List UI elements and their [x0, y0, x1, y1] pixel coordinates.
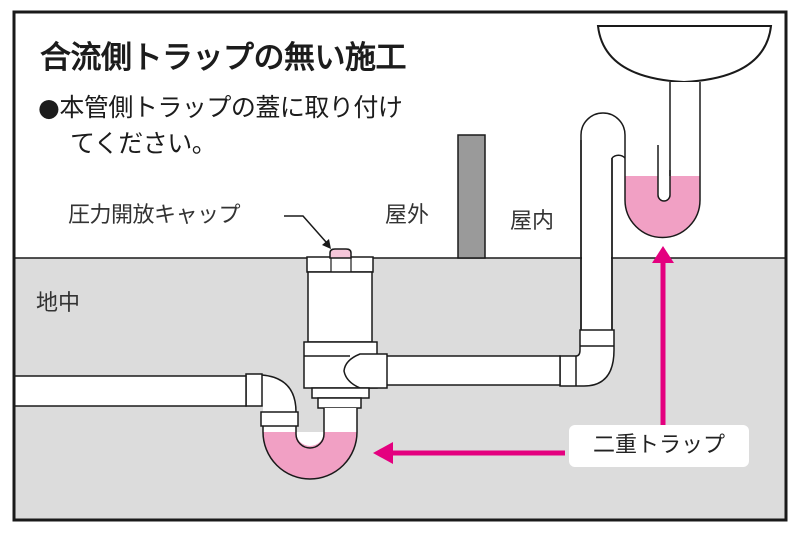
pressure-release-cap	[329, 248, 352, 259]
arrow-up-head	[652, 246, 674, 263]
wall	[457, 134, 486, 259]
branch-pipe	[385, 355, 561, 386]
label-double-trap: 二重トラップ	[569, 425, 749, 467]
outlet-elbow	[260, 411, 299, 427]
main-trap	[262, 408, 358, 480]
note-line-2: てください。	[70, 129, 217, 158]
indoor-trap-water	[625, 176, 700, 238]
sink-basin	[596, 25, 773, 84]
cap-leader-line	[284, 215, 327, 243]
cap-leader-arrowhead	[322, 239, 331, 249]
indoor-trap	[624, 140, 701, 239]
label-indoor: 屋内	[510, 209, 555, 234]
sink-tailpiece	[670, 82, 700, 177]
arrow-left-head	[373, 442, 393, 464]
diagram-title: 合流側トラップの無い施工	[40, 40, 407, 76]
bullet: ●	[38, 93, 60, 122]
note-line-1: ●本管側トラップの蓋に取り付け	[38, 88, 403, 124]
elbow-fitting	[559, 329, 615, 387]
note-text-1: 本管側トラップの蓋に取り付け	[59, 93, 403, 122]
main-drain-pipe	[13, 375, 247, 407]
trap-body	[307, 271, 373, 343]
label-outdoor: 屋外	[385, 203, 430, 228]
inlet-socket	[343, 353, 388, 389]
frame	[12, 10, 788, 522]
label-pressure-cap: 圧力開放キャップ	[68, 203, 241, 228]
label-underground: 地中	[36, 291, 81, 316]
